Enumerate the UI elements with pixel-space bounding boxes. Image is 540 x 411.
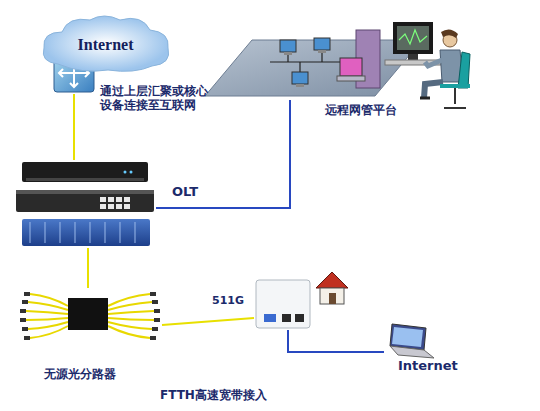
olt-devices bbox=[16, 162, 154, 246]
internet-cloud: Internet bbox=[38, 12, 173, 74]
optical-splitter bbox=[20, 292, 160, 340]
cloud-label: Internet bbox=[78, 36, 134, 54]
management-platform bbox=[205, 22, 470, 108]
core-switch: 通过上层汇聚或核心 设备连接至互联网 bbox=[52, 52, 96, 94]
olt-box: OLT bbox=[18, 160, 156, 248]
device-label: 通过上层汇聚或核心 设备连接至互联网 bbox=[100, 84, 212, 113]
device-label: Internet bbox=[398, 358, 478, 374]
laptop-box: Internet bbox=[384, 322, 434, 360]
caption: FTTH高速宽带接入 bbox=[160, 387, 267, 404]
device-label: 511G bbox=[212, 294, 252, 307]
house-icon bbox=[316, 272, 348, 304]
laptop-icon bbox=[390, 324, 434, 358]
cable-line bbox=[156, 100, 290, 208]
cable-line bbox=[288, 330, 384, 352]
management-platform-box: 远程网管平台 bbox=[200, 18, 475, 100]
device-label: 无源光分路器 bbox=[44, 367, 134, 381]
onu-device bbox=[256, 280, 310, 328]
device-label: OLT bbox=[172, 184, 212, 200]
cable-line bbox=[73, 94, 75, 160]
onu-box: 511G bbox=[254, 278, 312, 330]
cable-line bbox=[162, 318, 254, 325]
device-label: 远程网管平台 bbox=[325, 103, 425, 117]
splitter-box: 无源光分路器 bbox=[22, 288, 162, 342]
cable-line bbox=[87, 248, 89, 288]
